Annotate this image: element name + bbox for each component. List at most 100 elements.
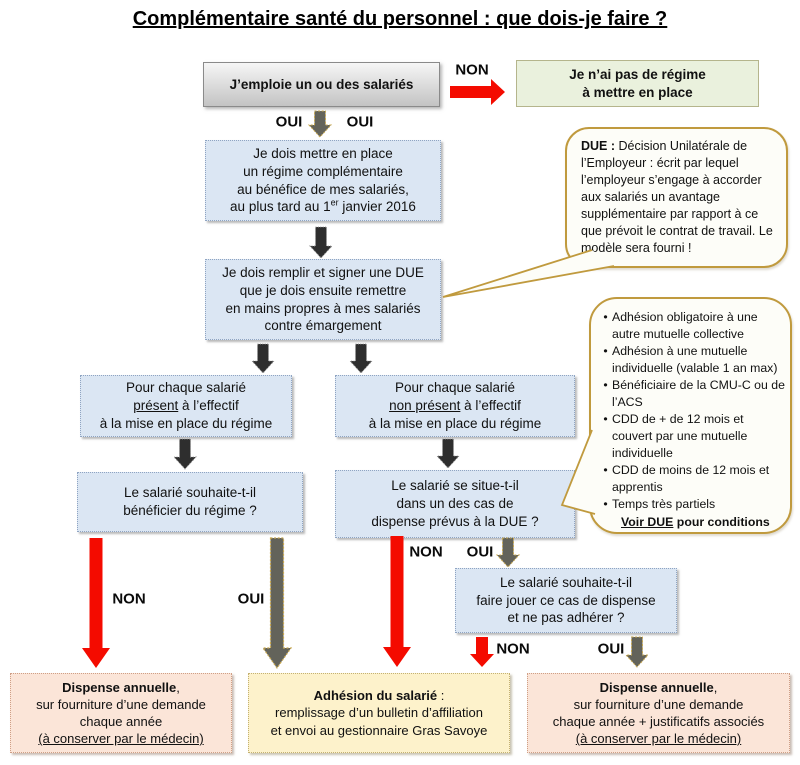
text-line: à la mise en place du régime xyxy=(368,415,542,431)
text-line: sur fourniture d’une demande xyxy=(573,696,744,712)
text-seg: Décision Unilatérale de l’Employeur : éc… xyxy=(581,139,773,255)
callout-dispense-cases: •Adhésion obligatoire à une autre mutuel… xyxy=(589,297,792,534)
node-question-invoke-dispense: Le salarié souhaite-t-il faire jouer ce … xyxy=(455,568,677,633)
text-line: un régime complémentaire xyxy=(243,163,403,179)
arrow-oui-to-adhesion-left xyxy=(261,537,293,670)
text-underlined: (à conserver par le médecin) xyxy=(575,731,742,747)
bullet-text: Temps très partiels xyxy=(612,496,716,511)
label-oui-top-right: OUI xyxy=(346,113,374,131)
text-seg: janvier 2016 xyxy=(338,199,416,215)
text-line: J’emploie un ou des salariés xyxy=(229,76,414,92)
text-line: que je dois ensuite remettre xyxy=(239,282,407,298)
arrow-setup-to-due xyxy=(308,226,334,259)
text-line: Dispense annuelle, xyxy=(533,679,784,696)
arrow-not-present-to-question xyxy=(435,438,461,469)
text-line: Le salarié souhaite-t-il xyxy=(499,574,633,590)
text-line: et ne pas adhérer ? xyxy=(507,610,625,626)
text-line: au plus tard au 1er janvier 2016 xyxy=(211,198,435,216)
arrow-non-to-adhesion-mid xyxy=(383,536,411,667)
text-line: Pour chaque salarié xyxy=(125,380,247,396)
bullet-icon: • xyxy=(603,377,608,392)
label-oui-top-left: OUI xyxy=(275,113,303,131)
node-salarie-present: Pour chaque salarié présent à l’effectif… xyxy=(80,375,292,437)
text-line: à mettre en place xyxy=(582,84,693,100)
arrow-due-to-present xyxy=(250,343,276,374)
bullet-icon: • xyxy=(603,343,608,358)
bullet-item: • CDD de moins de 12 mois et apprentis xyxy=(599,462,785,496)
text-line: non présent à l’effectif xyxy=(341,397,569,415)
text-line: à la mise en place du régime xyxy=(99,415,273,431)
label-non-mid-branch: NON xyxy=(409,543,443,561)
text-underlined: (à conserver par le médecin) xyxy=(38,731,204,747)
label-oui-mid-branch: OUI xyxy=(466,543,494,561)
text-line: Dispense annuelle, xyxy=(16,679,226,696)
node-dispense-annuelle-left: Dispense annuelle, sur fourniture d’une … xyxy=(10,673,232,753)
arrow-non-to-no-regime xyxy=(450,79,505,105)
node-setup-regime: Je dois mettre en place un régime complé… xyxy=(205,140,441,221)
bullet-item: •Bénéficiaire de la CMU-C ou de l’ACS xyxy=(599,377,785,411)
text-underlined: présent xyxy=(133,398,179,414)
text-seg: , xyxy=(713,679,718,695)
arrow-oui-to-dispense-right xyxy=(624,636,650,668)
text-line: Adhésion du salarié : xyxy=(254,687,504,704)
text-line: dans un des cas de xyxy=(396,496,514,512)
text-line: Je dois remplir et signer une DUE xyxy=(222,264,424,280)
bullet-text: CDD de + de 12 mois et couvert par une m… xyxy=(612,411,748,460)
bullet-item: •Adhésion obligatoire à une autre mutuel… xyxy=(599,309,785,343)
node-employ-salaries: J’emploie un ou des salariés xyxy=(203,62,440,107)
arrow-oui-to-invoke-question xyxy=(495,537,521,568)
node-no-regime: Je n’ai pas de régime à mettre en place xyxy=(516,60,759,107)
bullet-icon: • xyxy=(603,462,608,477)
text-underlined: Voir DUE xyxy=(621,514,674,529)
label-oui-bottom: OUI xyxy=(597,640,625,658)
text-line: remplissage d’un bulletin d’affiliation xyxy=(275,705,483,721)
node-salarie-non-present: Pour chaque salarié non présent à l’effe… xyxy=(335,375,575,437)
text-seg: au plus tard au 1 xyxy=(230,199,331,215)
bullet-icon: • xyxy=(603,310,608,324)
text-line: Je n’ai pas de régime xyxy=(569,66,706,82)
node-question-benefit: Le salarié souhaite-t-il bénéficier du r… xyxy=(77,472,303,532)
callout-due-definition: DUE : Décision Unilatérale de l’Employeu… xyxy=(565,127,788,268)
text-line: Pour chaque salarié xyxy=(394,380,516,396)
arrow-due-to-not-present xyxy=(348,343,374,374)
text-line: Je dois mettre en place xyxy=(253,145,393,161)
text-line: au bénéfice de mes salariés, xyxy=(237,181,409,197)
node-dispense-annuelle-right: Dispense annuelle, sur fourniture d’une … xyxy=(527,673,790,753)
node-sign-due: Je dois remplir et signer une DUE que je… xyxy=(205,259,441,340)
bullet-icon: • xyxy=(603,496,608,511)
text-seg: à l’effectif xyxy=(178,398,239,414)
text-line: bénéficier du régime ? xyxy=(123,503,257,518)
text-underlined: non présent xyxy=(389,398,461,414)
text-line: en mains propres à mes salariés xyxy=(225,300,421,316)
text-line: chaque année + justificatifs associés xyxy=(552,714,765,729)
arrow-present-to-question xyxy=(172,438,198,470)
node-adhesion-salarie: Adhésion du salarié : remplissage d’un b… xyxy=(248,673,510,753)
label-non-left-branch: NON xyxy=(112,590,146,608)
text-line: contre émargement xyxy=(264,318,382,334)
text-line: présent à l’effectif xyxy=(86,397,286,415)
text-bold: Dispense annuelle xyxy=(62,679,177,695)
text-seg: à l’effectif xyxy=(460,398,521,414)
text-line: chaque année xyxy=(79,714,163,729)
arrow-non-to-dispense-left xyxy=(82,538,110,668)
page-title: Complémentaire santé du personnel : que … xyxy=(132,8,668,30)
text-line: dispense prévus à la DUE ? xyxy=(371,513,539,529)
bullet-icon: • xyxy=(603,411,608,426)
bullet-item: • Temps très partiels xyxy=(599,496,785,513)
text-seg: , xyxy=(176,679,180,695)
text-seg: pour conditions xyxy=(673,514,770,529)
text-seg: : xyxy=(437,688,445,704)
superscript-er: er xyxy=(330,197,339,208)
text-bold: DUE : xyxy=(581,139,616,153)
bullet-item: • Adhésion à une mutuelle individuelle (v… xyxy=(599,343,785,377)
text-bold: Dispense annuelle xyxy=(599,679,714,695)
node-question-dispense-case: Le salarié se situe-t-il dans un des cas… xyxy=(335,470,575,538)
bullet-text: CDD de moins de 12 mois et apprentis xyxy=(612,462,770,494)
label-oui-left-branch: OUI xyxy=(237,590,265,608)
bubble-footer: Voir DUE pour conditions xyxy=(599,514,785,531)
arrow-non-to-adhesion-bottom xyxy=(470,637,494,667)
bullet-text: Adhésion à une mutuelle individuelle (va… xyxy=(612,343,778,375)
text-bold: Adhésion du salarié xyxy=(313,688,438,704)
text-line: Le salarié souhaite-t-il xyxy=(123,485,257,501)
